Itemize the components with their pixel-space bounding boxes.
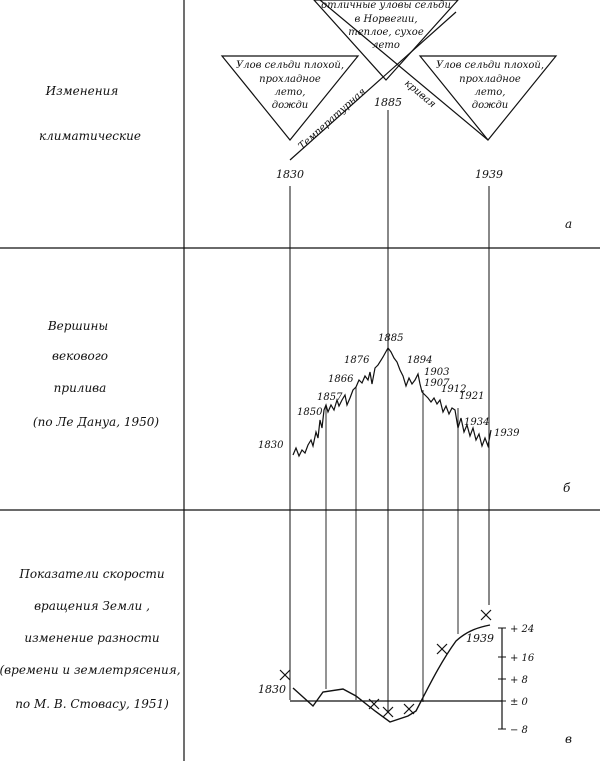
year-1885-a: 1885 — [374, 96, 402, 109]
cross-marker — [279, 669, 291, 681]
temperature-curve-rising — [289, 11, 457, 161]
top-triangle — [313, 0, 459, 81]
right-triangle-line-1: Улов сельди плохой, — [436, 60, 544, 71]
peak-year-1850: 1850 — [297, 407, 323, 418]
left-triangle-line-3: лето, — [275, 87, 306, 98]
panel-c-label-line-2: вращения Земли , — [34, 599, 150, 613]
right-triangle — [418, 55, 558, 141]
peak-year-1903: 1903 — [424, 367, 449, 378]
scale-label-minus-8: − 8 — [510, 725, 528, 736]
cross-marker — [403, 703, 415, 715]
peak-year-1866: 1866 — [328, 374, 354, 385]
panel-c-label-line-5: по М. В. Стовасу, 1951) — [15, 697, 169, 711]
peak-year-1830: 1830 — [258, 440, 284, 451]
peak-year-1876: 1876 — [344, 355, 370, 366]
panel-b-label-line-3: прилива — [54, 381, 107, 395]
peak-year-1907: 1907 — [424, 378, 450, 389]
panel-a-label-line-2: климатические — [39, 129, 141, 143]
scale-label-plus-8: + 8 — [510, 675, 528, 686]
top-triangle-line-1: отличные уловы сельди — [321, 0, 451, 11]
peak-year-1939: 1939 — [494, 428, 520, 439]
panel-a-label-line-1: Изменения — [45, 84, 119, 98]
left-triangle — [220, 55, 360, 141]
rotation-speed-curve — [292, 624, 491, 723]
panel-b-letter: б — [563, 481, 571, 495]
right-triangle-line-3: лето, — [475, 87, 506, 98]
right-triangle-line-4: дожди — [472, 100, 509, 111]
tide-peaks-curve — [292, 346, 492, 458]
left-triangle-line-4: дожди — [272, 100, 309, 111]
peak-year-1921: 1921 — [459, 391, 484, 402]
scale-label-plus-16: + 16 — [510, 653, 535, 664]
peak-year-1894: 1894 — [407, 355, 432, 366]
panel-a-letter: а — [565, 217, 572, 231]
scale-label-plus-24: + 24 — [510, 624, 534, 635]
cross-marker — [436, 643, 448, 655]
scale-label-zero: ± 0 — [510, 697, 529, 708]
year-1830-a: 1830 — [276, 168, 304, 181]
rotation-year-1830: 1830 — [258, 683, 286, 696]
left-triangle-line-1: Улов сельди плохой, — [236, 60, 344, 71]
panel-c-label-line-1: Показатели скорости — [18, 567, 164, 581]
top-triangle-line-4: лето — [372, 40, 400, 51]
year-1939-a: 1939 — [475, 168, 503, 181]
panel-c-label-line-3: изменение разности — [24, 631, 159, 645]
left-triangle-line-2: прохладное — [259, 74, 321, 85]
panel-b-label-line-1: Вершины — [47, 319, 108, 333]
cross-marker — [368, 698, 380, 710]
peak-year-1885: 1885 — [378, 333, 403, 344]
panel-b-label-line-4: (по Ле Дануа, 1950) — [33, 415, 159, 429]
rotation-year-1939: 1939 — [466, 632, 494, 645]
peak-year-1857: 1857 — [317, 392, 343, 403]
panel-b-label-line-2: векового — [52, 349, 108, 363]
peak-year-1934: 1934 — [464, 417, 489, 428]
cross-marker — [480, 609, 492, 621]
cross-marker — [382, 706, 394, 718]
right-triangle-line-2: прохладное — [459, 74, 521, 85]
panel-c-label-line-4: (времени и землетрясения, — [0, 663, 181, 677]
temperature-curve-falling — [319, 0, 489, 141]
panel-c-letter: в — [565, 732, 572, 746]
top-triangle-line-2: в Норвегии, — [355, 14, 418, 25]
top-triangle-line-3: теплое, сухое — [348, 27, 424, 38]
peak-year-1912: 1912 — [441, 384, 466, 395]
